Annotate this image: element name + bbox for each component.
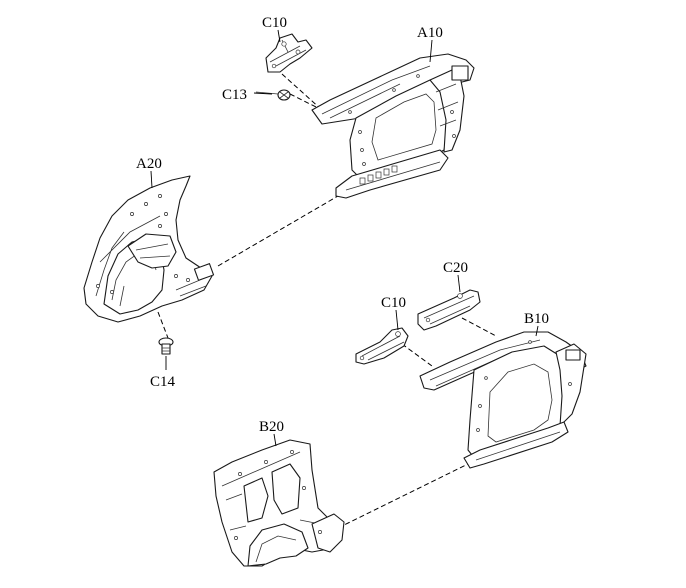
b10-holes <box>476 340 572 432</box>
part-b20-quarter-panel <box>213 439 345 567</box>
part-b10-frame <box>419 331 587 469</box>
label-a10: A10 <box>417 25 443 41</box>
label-c13: C13 <box>222 87 247 103</box>
dash-c20-to-b10 <box>461 317 497 337</box>
leader-b20 <box>273 433 277 447</box>
leader-c13 <box>253 92 273 95</box>
callout-labels: C10 A10 C13 A20 C20 C10 B10 C14 B20 <box>136 15 549 435</box>
label-c10-top: C10 <box>262 15 287 31</box>
label-b10: B10 <box>524 311 549 327</box>
dash-c10-to-b10 <box>401 343 433 367</box>
leader-lines <box>150 29 539 447</box>
part-c10-bottom-bracket <box>355 327 409 365</box>
dash-a20-to-a10 <box>217 195 339 267</box>
a10-sill-slots <box>359 165 398 185</box>
part-a20-wheelhouse <box>83 175 215 323</box>
a10-holes <box>348 74 456 166</box>
assembly-lines <box>157 73 497 529</box>
leader-a10 <box>429 39 433 63</box>
label-c20: C20 <box>443 260 468 276</box>
dash-c13-to-a10 <box>289 93 319 109</box>
label-a20: A20 <box>136 156 162 172</box>
leader-c10-bottom <box>395 309 399 331</box>
part-c20-bracket <box>417 289 481 331</box>
part-c13-bolt <box>255 89 291 101</box>
label-c14: C14 <box>150 374 176 390</box>
leader-b10 <box>535 325 539 337</box>
a20-holes <box>96 194 190 294</box>
label-b20: B20 <box>259 419 284 435</box>
part-c10-top-bracket <box>265 33 313 73</box>
dash-a20-to-c14 <box>157 311 169 339</box>
part-a10-frame <box>311 53 475 199</box>
dash-c10-to-a10 <box>281 73 323 111</box>
label-c10-bottom: C10 <box>381 295 406 311</box>
leader-a20 <box>150 170 153 189</box>
part-c14-bolt <box>158 337 174 355</box>
leader-c10-top <box>277 29 281 43</box>
b20-holes <box>234 450 322 540</box>
leader-c20 <box>457 274 461 293</box>
dash-b20-to-b10 <box>337 461 473 529</box>
